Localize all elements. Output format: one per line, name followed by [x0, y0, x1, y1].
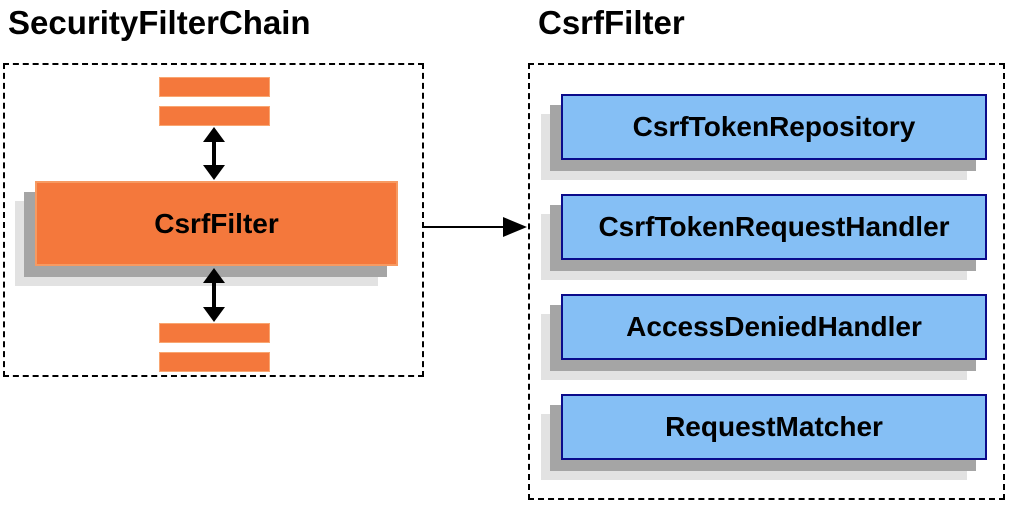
- filter-placeholder-bar-bottom-1: [159, 323, 270, 343]
- arrow-up-head-icon: [203, 268, 225, 283]
- bidirectional-arrow-top: [203, 127, 225, 180]
- csrf-filter-box: CsrfFilter: [35, 181, 398, 266]
- arrow-down-head-icon: [203, 165, 225, 180]
- csrf-filter-container: [528, 63, 1005, 500]
- arrow-down-head-icon: [203, 307, 225, 322]
- filter-placeholder-bar-bottom-2: [159, 352, 270, 372]
- arrow-shaft: [212, 283, 216, 307]
- component-box-request-matcher: RequestMatcher: [561, 394, 987, 460]
- component-box-label: AccessDeniedHandler: [626, 311, 922, 342]
- component-box-label: CsrfTokenRepository: [632, 111, 916, 142]
- bidirectional-arrow-bottom: [203, 268, 225, 322]
- security-filter-chain-container: [3, 63, 424, 377]
- component-box-label: CsrfTokenRequestHandler: [598, 211, 950, 242]
- arrow-shaft: [212, 142, 216, 165]
- csrf-filter-title: CsrfFilter: [538, 4, 685, 41]
- arrow-up-head-icon: [203, 127, 225, 142]
- component-box-access-denied-handler: AccessDeniedHandler: [561, 294, 987, 360]
- filter-placeholder-bar-top-1: [159, 77, 270, 97]
- component-box-csrf-token-request-handler: CsrfTokenRequestHandler: [561, 194, 987, 260]
- csrf-filter-box-label: CsrfFilter: [154, 207, 279, 239]
- component-box-label: RequestMatcher: [665, 411, 883, 442]
- association-arrow-head-icon: [503, 217, 527, 237]
- association-arrow-line: [423, 226, 505, 228]
- security-filter-chain-title: SecurityFilterChain: [8, 4, 311, 41]
- component-box-csrf-token-repository: CsrfTokenRepository: [561, 94, 987, 160]
- filter-placeholder-bar-top-2: [159, 106, 270, 126]
